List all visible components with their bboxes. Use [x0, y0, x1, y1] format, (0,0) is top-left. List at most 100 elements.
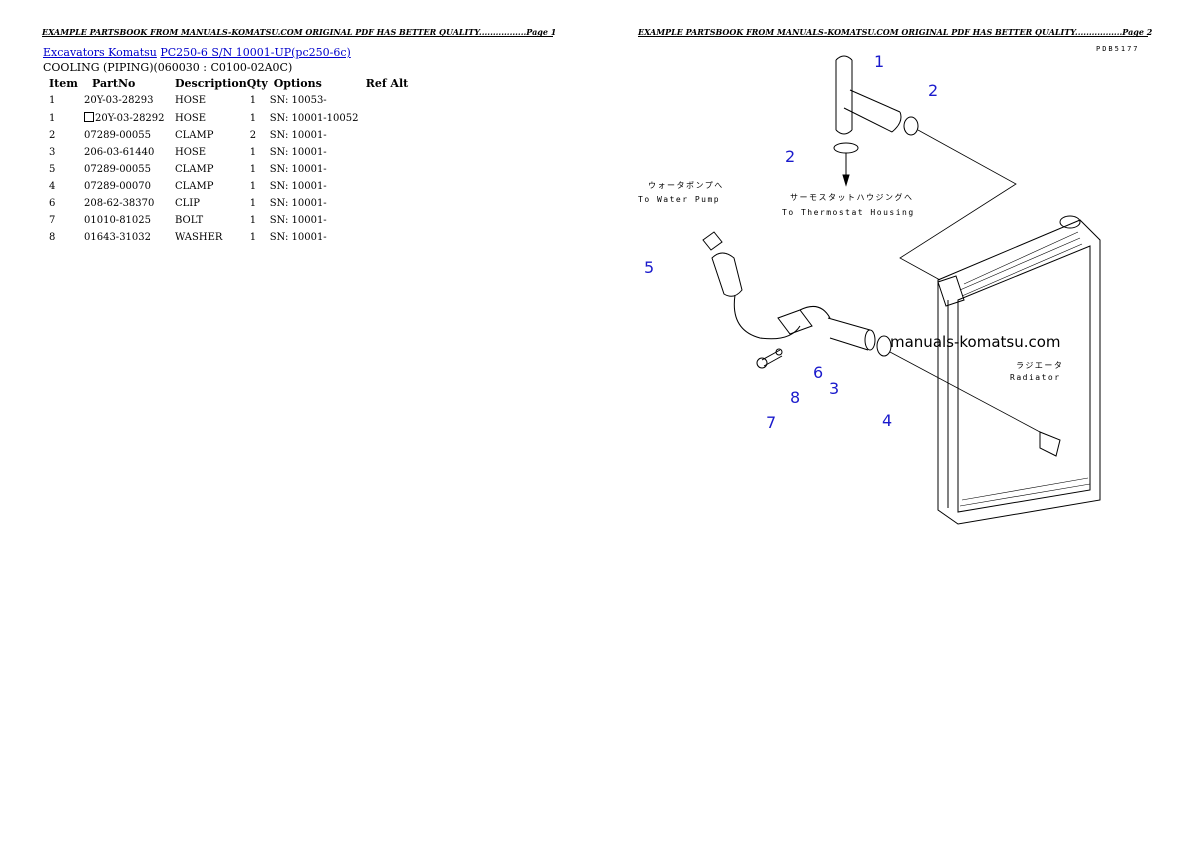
cell-item: 6 — [49, 198, 56, 209]
callout-6: 6 — [813, 363, 824, 382]
diagram-code: PDB5177 — [1096, 45, 1140, 53]
cell-partno: 01643-31032 — [84, 232, 152, 243]
cell-refalt — [366, 110, 409, 128]
cell-item: 1 — [49, 95, 56, 106]
cell-item: 4 — [49, 181, 56, 192]
page-1-header: EXAMPLE PARTSBOOK FROM MANUALS-KOMATSU.C… — [42, 27, 557, 37]
cell-description: CLAMP — [175, 130, 214, 141]
cell-qty: 1 — [249, 147, 257, 158]
cell-item: 1 — [49, 112, 56, 124]
cell-partno: 208-62-38370 — [84, 198, 155, 209]
cell-description: CLAMP — [175, 164, 214, 175]
section-title: COOLING (PIPING)(060030 : C0100-02A0C) — [43, 61, 293, 74]
cell-item: 3 — [49, 147, 56, 158]
cell-partno: 20Y-03-28293 — [84, 95, 154, 106]
callout-8: 8 — [790, 388, 801, 407]
cell-options: SN: 10001- — [269, 198, 327, 209]
cell-qty: 1 — [249, 232, 257, 243]
cell-options: SN: 10001-10052 — [269, 112, 359, 124]
label-radiator-en: Radiator — [1010, 373, 1061, 382]
col-partno: PartNo — [92, 77, 136, 90]
callout-3: 3 — [829, 379, 840, 398]
label-water-pump-jp: ウォータポンプへ — [648, 181, 724, 190]
table-row: 3 206-03-61440 HOSE 1 SN: 10001- — [43, 145, 408, 162]
cell-partno: 07289-00055 — [84, 164, 152, 175]
cell-item: 5 — [49, 164, 56, 175]
callout-2-upper: 2 — [928, 81, 939, 100]
table-row: 7 01010-81025 BOLT 1 SN: 10001- — [43, 213, 408, 230]
breadcrumb-link-excavators[interactable]: Excavators Komatsu — [43, 46, 157, 59]
cell-partno: 07289-00070 — [84, 181, 152, 192]
col-description: Description — [175, 77, 247, 90]
cell-qty: 1 — [249, 95, 257, 106]
cell-item: 8 — [49, 232, 56, 243]
cell-qty: 1 — [249, 164, 257, 175]
cell-options: SN: 10053- — [269, 95, 327, 106]
cell-qty: 1 — [249, 112, 257, 124]
cell-partno: 01010-81025 — [84, 215, 152, 226]
cell-refalt — [366, 162, 409, 179]
cell-options: SN: 10001- — [269, 147, 327, 158]
cell-refalt — [366, 213, 409, 230]
page-2-header: EXAMPLE PARTSBOOK FROM MANUALS-KOMATSU.C… — [638, 27, 1153, 37]
cell-refalt — [366, 179, 409, 196]
callout-7: 7 — [766, 413, 777, 432]
superseded-box-icon — [84, 112, 94, 122]
label-radiator-jp: ラジエータ — [1016, 361, 1064, 370]
table-row: 6 208-62-38370 CLIP 1 SN: 10001- — [43, 196, 408, 213]
cell-options: SN: 10001- — [269, 181, 327, 192]
cell-refalt — [366, 93, 409, 110]
cell-refalt — [366, 196, 409, 213]
table-row: 1 20Y-03-28292 HOSE 1 SN: 10001-10052 — [43, 110, 408, 128]
table-row: 5 07289-00055 CLAMP 1 SN: 10001- — [43, 162, 408, 179]
cell-refalt — [366, 230, 409, 247]
col-refalt: Ref Alt — [365, 77, 409, 90]
callout-1: 1 — [874, 52, 885, 71]
cell-description: CLIP — [175, 198, 200, 209]
cell-partno: 206-03-61440 — [84, 147, 155, 158]
cell-description: WASHER — [175, 232, 223, 243]
parts-table: Item PartNo Description Qty Options Ref … — [43, 76, 408, 247]
cell-options: SN: 10001- — [269, 215, 327, 226]
cell-description: HOSE — [175, 147, 207, 158]
col-qty: Qty — [246, 77, 268, 90]
cell-description: BOLT — [175, 215, 204, 226]
header-rule-right — [638, 36, 1148, 37]
label-thermostat-en: To Thermostat Housing — [782, 208, 915, 217]
cell-partno-text: 20Y-03-28292 — [95, 113, 165, 124]
cell-description: HOSE — [175, 95, 207, 106]
radiator-body — [937, 215, 1101, 525]
callout-4: 4 — [882, 411, 893, 430]
col-item: Item — [49, 77, 78, 90]
cell-item: 7 — [49, 215, 56, 226]
cell-qty: 1 — [249, 181, 257, 192]
label-thermostat-jp: サーモスタットハウジングへ — [790, 193, 914, 202]
cell-options: SN: 10001- — [269, 232, 327, 243]
breadcrumb-link-model[interactable]: PC250-6 S/N 10001-UP(pc250-6c) — [160, 46, 351, 59]
callout-5: 5 — [644, 258, 655, 277]
cooling-piping-diagram — [702, 55, 1101, 525]
table-row: 4 07289-00070 CLAMP 1 SN: 10001- — [43, 179, 408, 196]
cell-refalt — [366, 128, 409, 145]
cell-description: HOSE — [175, 112, 207, 124]
header-rule-left — [42, 36, 553, 37]
cell-qty: 1 — [249, 198, 257, 209]
cell-partno: 07289-00055 — [84, 130, 152, 141]
table-row: 8 01643-31032 WASHER 1 SN: 10001- — [43, 230, 408, 247]
cell-partno: 20Y-03-28292 — [84, 110, 175, 128]
cell-qty: 2 — [249, 130, 257, 141]
cell-options: SN: 10001- — [269, 130, 327, 141]
cell-item: 2 — [49, 130, 56, 141]
callout-2-middle: 2 — [785, 147, 796, 166]
breadcrumb: Excavators Komatsu PC250-6 S/N 10001-UP(… — [43, 46, 351, 59]
table-header-row: Item PartNo Description Qty Options Ref … — [43, 76, 408, 93]
cell-refalt — [366, 145, 409, 162]
table-row: 2 07289-00055 CLAMP 2 SN: 10001- — [43, 128, 408, 145]
cell-qty: 1 — [249, 215, 257, 226]
label-water-pump-en: To Water Pump — [638, 195, 721, 204]
watermark: manuals-komatsu.com — [890, 333, 1061, 351]
col-options: Options — [273, 77, 322, 90]
cell-options: SN: 10001- — [269, 164, 327, 175]
table-row: 1 20Y-03-28293 HOSE 1 SN: 10053- — [43, 93, 408, 110]
cell-description: CLAMP — [175, 181, 214, 192]
